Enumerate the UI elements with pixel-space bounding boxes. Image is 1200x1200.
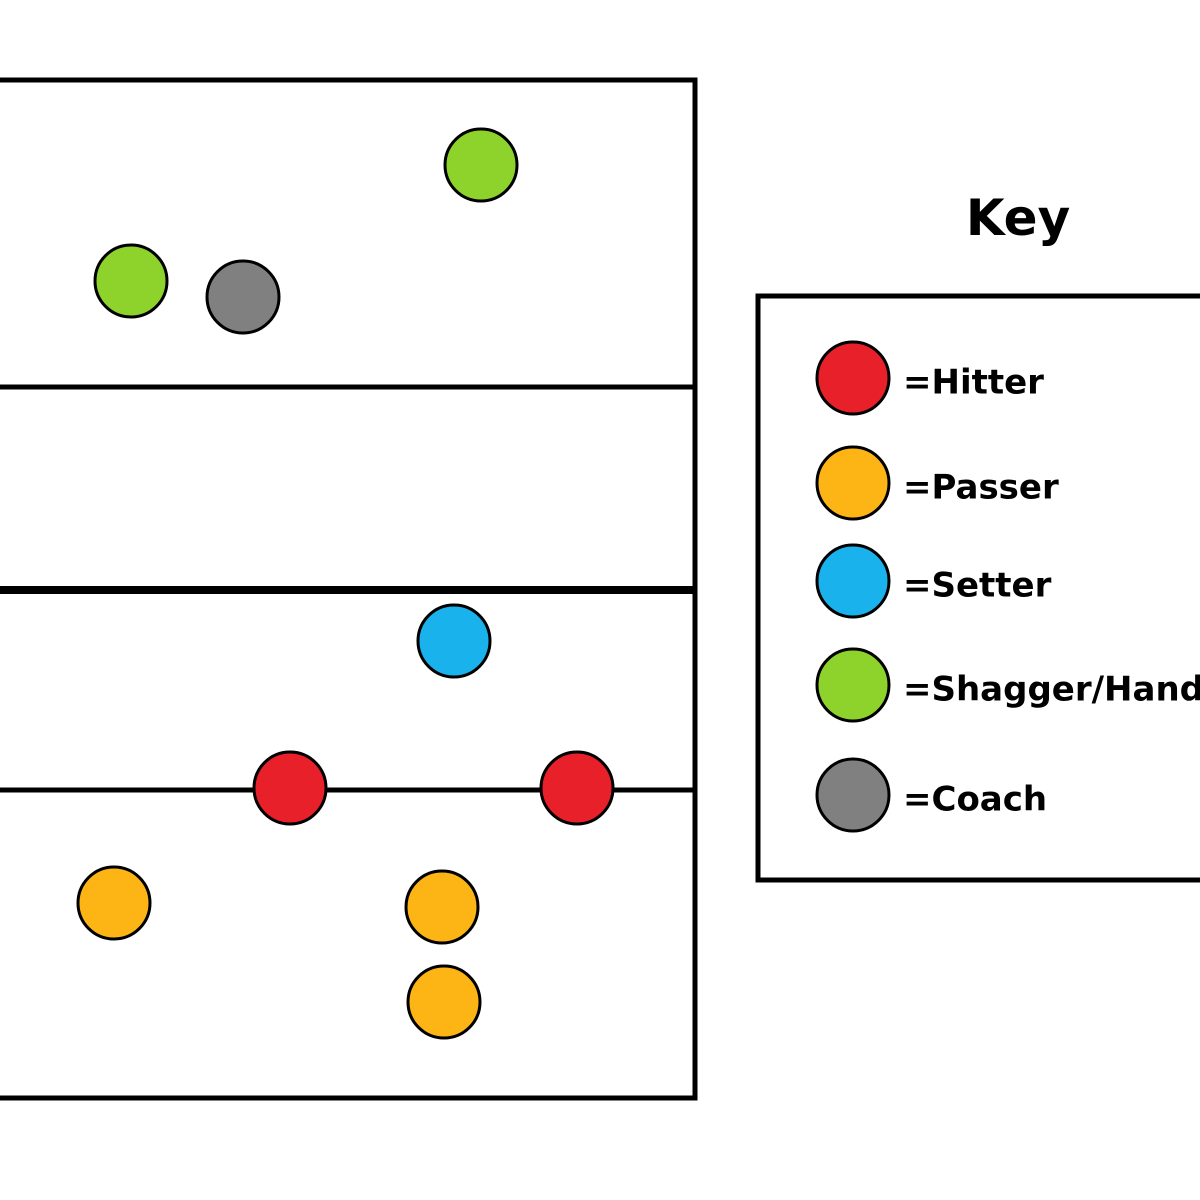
legend-item-shagger: =Shagger/Hand bbox=[815, 647, 1200, 723]
legend-label-setter: =Setter bbox=[903, 566, 1052, 606]
legend-label-hitter: =Hitter bbox=[903, 363, 1044, 403]
legend-item-passer: =Passer bbox=[815, 445, 1059, 521]
legend-item-coach: =Coach bbox=[815, 757, 1047, 833]
player-setter-marker bbox=[416, 603, 492, 679]
court bbox=[0, 77, 698, 1101]
legend-swatch-passer bbox=[815, 445, 891, 521]
players-layer bbox=[76, 127, 615, 1040]
legend-swatch-setter bbox=[815, 543, 891, 619]
player-passer-marker bbox=[406, 964, 482, 1040]
legend: =Hitter =Passer =Setter =Shagger/Hand =Coach bbox=[755, 293, 1200, 883]
player-hitter-marker bbox=[252, 750, 328, 826]
player-shagger-marker bbox=[93, 243, 169, 319]
legend-swatch-shagger bbox=[815, 647, 891, 723]
legend-label-shagger: =Shagger/Hand bbox=[903, 670, 1200, 710]
legend-item-hitter: =Hitter bbox=[815, 340, 1044, 416]
player-passer-marker bbox=[76, 865, 152, 941]
player-passer-marker bbox=[404, 869, 480, 945]
key-title: Key bbox=[966, 189, 1070, 247]
legend-label-passer: =Passer bbox=[903, 468, 1059, 508]
legend-items: =Hitter =Passer =Setter =Shagger/Hand =Coach bbox=[815, 340, 1200, 833]
legend-swatch-hitter bbox=[815, 340, 891, 416]
legend-swatch-coach bbox=[815, 757, 891, 833]
player-shagger-marker bbox=[443, 127, 519, 203]
legend-label-coach: =Coach bbox=[903, 780, 1047, 820]
player-hitter-marker bbox=[539, 750, 615, 826]
player-coach-marker bbox=[205, 259, 281, 335]
legend-item-setter: =Setter bbox=[815, 543, 1052, 619]
